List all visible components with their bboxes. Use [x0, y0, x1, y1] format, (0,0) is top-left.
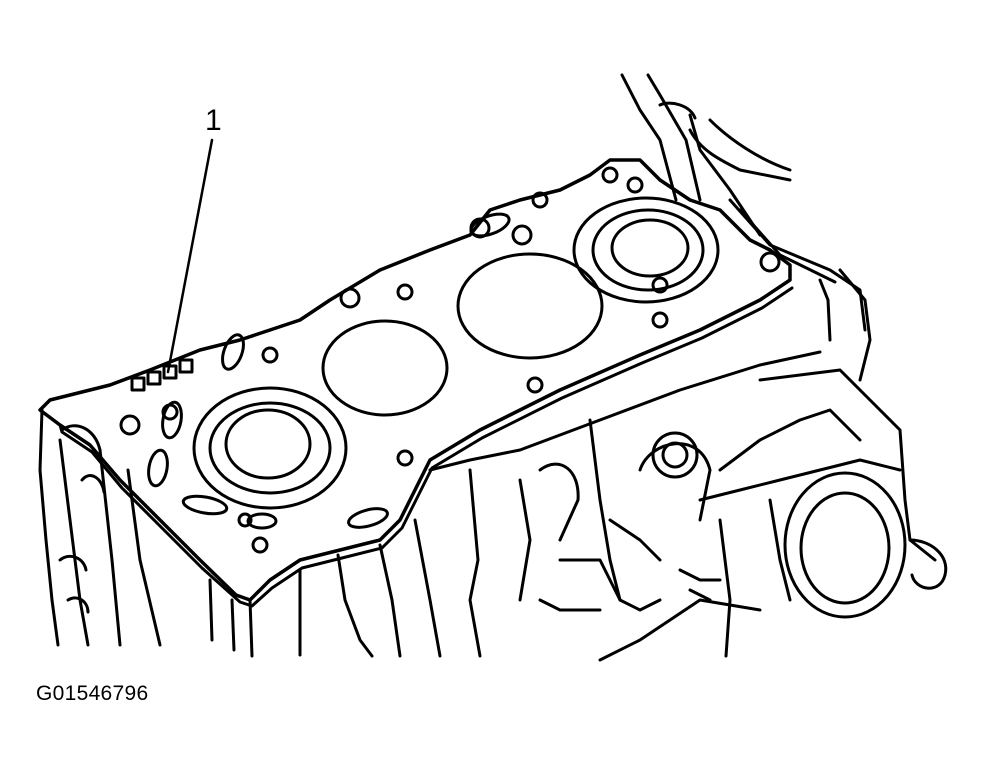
callout-leader-line	[168, 140, 212, 372]
callout-number: 1	[205, 104, 222, 137]
coolant-hoses	[622, 75, 865, 330]
figure-id: G01546796	[36, 682, 149, 705]
head-gasket	[40, 160, 792, 606]
engine-block	[40, 270, 946, 660]
